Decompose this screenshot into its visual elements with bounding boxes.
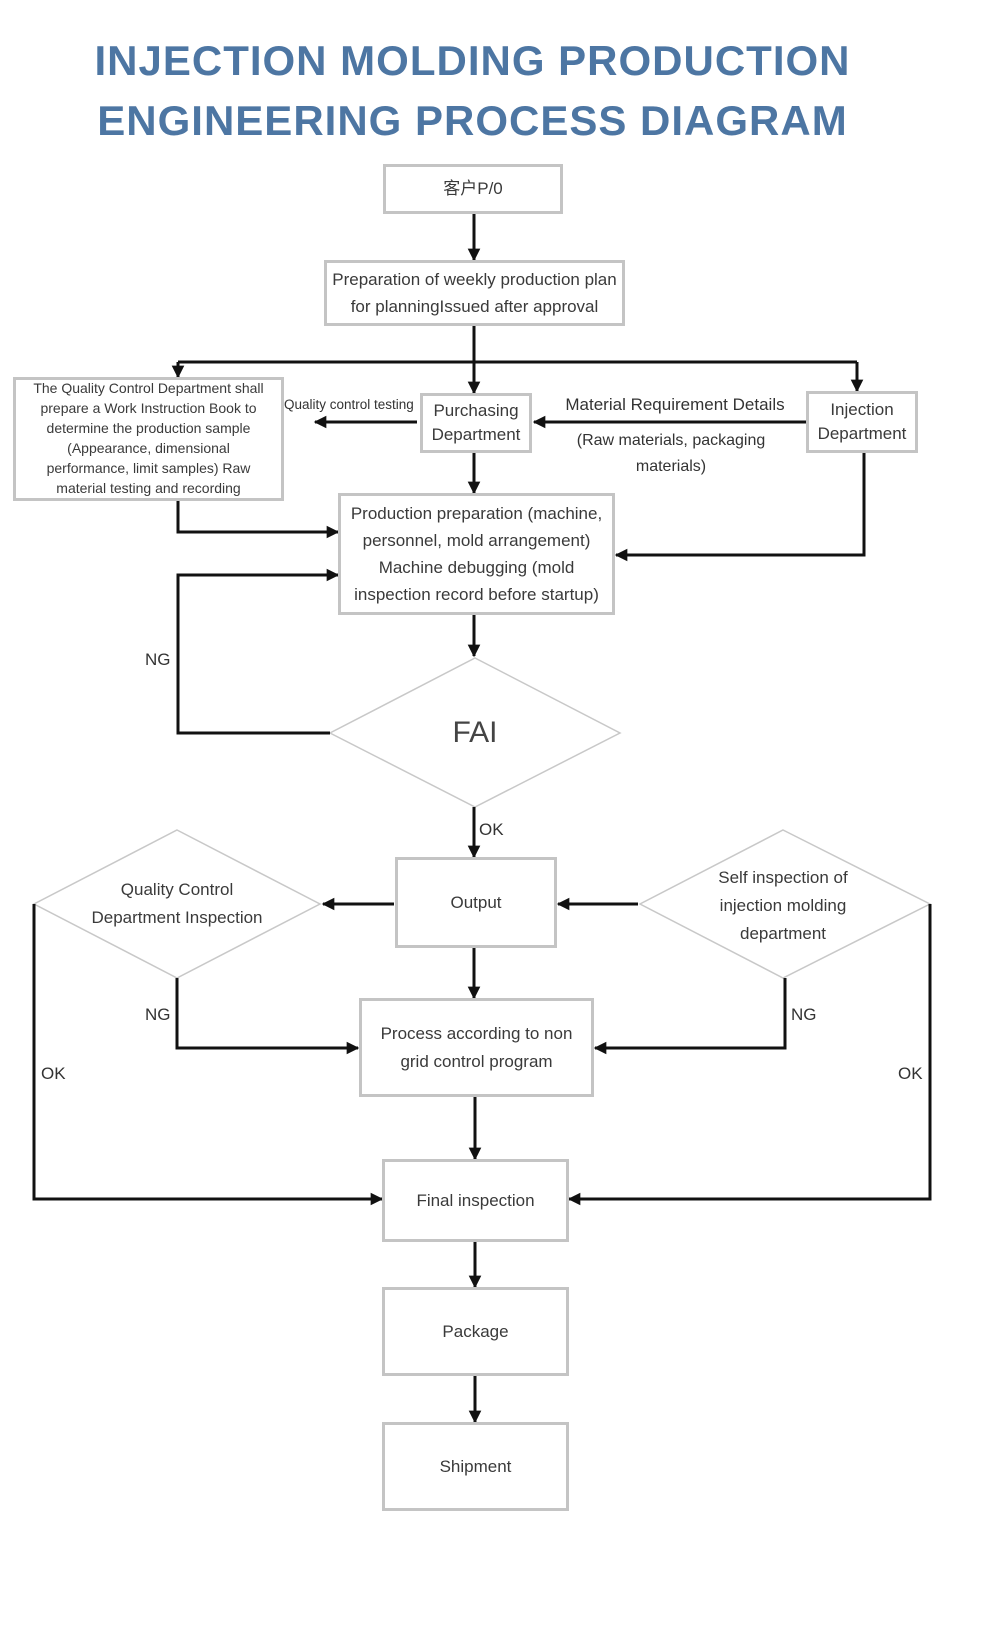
arrow-self-ok-to-final: [567, 904, 932, 1206]
self-inspection-decision-diamond: [638, 829, 932, 979]
self-ok-label: OK: [898, 1064, 923, 1083]
diagram-title-line-2: ENGINEERING PROCESS DIAGRAM: [97, 97, 848, 144]
arrow-fai-ng-loop: [176, 568, 340, 735]
arrow-qc-to-prep: [176, 501, 340, 539]
raw-materials-label: (Raw materials, packaging materials): [576, 432, 766, 475]
arrow-qc-ok-to-final: [32, 904, 384, 1206]
arrow-self-ng-to-nonconforming: [593, 978, 787, 1055]
fai-decision-label: FAI: [452, 716, 498, 750]
output-box: Output: [395, 857, 557, 948]
qc-ok-label: OK: [41, 1064, 66, 1083]
quality-control-testing-label: Quality control testing: [284, 397, 414, 412]
qc-inspection-decision-label: Quality Control Department Inspection: [91, 879, 263, 927]
arrow-qc-ng-to-nonconforming: [175, 978, 360, 1055]
final-inspection-box: Final inspection: [382, 1159, 569, 1242]
injection-department-box: Injection Department: [806, 391, 918, 453]
purchasing-department-box: Purchasing Department: [420, 393, 532, 453]
production-preparation-box: Production preparation (machine, personn…: [338, 493, 615, 615]
self-ng-label: NG: [791, 1005, 817, 1024]
arrow-injection-to-prep: [614, 453, 866, 562]
shipment-box: Shipment: [382, 1422, 569, 1511]
self-inspection-decision-label: Self inspection of injection molding dep…: [718, 868, 848, 944]
qc-department-box: The Quality Control Department shall pre…: [13, 377, 284, 501]
fai-ng-label: NG: [145, 650, 171, 669]
fai-ok-label: OK: [479, 820, 504, 839]
material-requirement-label: Material Requirement Details: [565, 395, 785, 414]
qc-ng-label: NG: [145, 1005, 171, 1024]
package-box: Package: [382, 1287, 569, 1376]
customer-po-box: 客户P/0: [383, 164, 563, 214]
nonconforming-process-box: Process according to non grid control pr…: [359, 998, 594, 1097]
weekly-plan-box: Preparation of weekly production plan fo…: [324, 260, 625, 326]
diagram-title-line-1: INJECTION MOLDING PRODUCTION: [94, 37, 851, 84]
